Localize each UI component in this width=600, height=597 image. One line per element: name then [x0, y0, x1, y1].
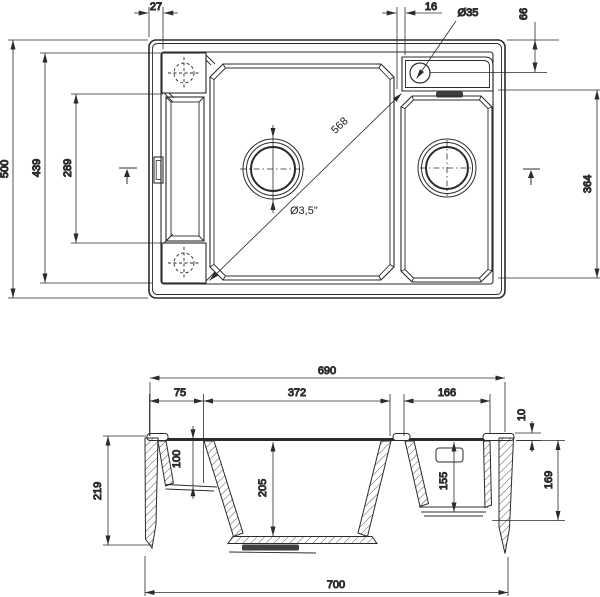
- dim-500: [8, 39, 148, 299]
- dim-155-label: 155: [438, 472, 450, 490]
- dim-basin-diagonal-label: 568: [329, 115, 351, 136]
- overflow-slot: [436, 91, 463, 98]
- main-basin: [209, 63, 395, 281]
- dim-166: [403, 394, 491, 436]
- dim-289-label: 289: [62, 159, 74, 177]
- dim-372: [203, 394, 391, 436]
- dim-75-label: 75: [174, 387, 186, 399]
- mounting-pad-top: [161, 52, 216, 103]
- ledge-strip: [165, 96, 205, 242]
- dim-16-label: 16: [425, 1, 437, 13]
- ledge-floor: [165, 484, 218, 492]
- dim-27: [134, 7, 178, 49]
- dim-166-label: 166: [438, 387, 456, 399]
- main-right-wall: [357, 440, 392, 538]
- rim-lip-divider: [392, 433, 411, 441]
- dim-66: [430, 22, 559, 73]
- mounting-hole-mark-top: [168, 57, 200, 89]
- clip-tab: [153, 156, 164, 184]
- small-left-wall: [404, 440, 430, 508]
- main-left-wall: [203, 440, 244, 538]
- dim-690: [149, 375, 506, 436]
- dim-439-label: 439: [31, 159, 43, 177]
- small-drain: [417, 138, 477, 198]
- ledge-left-wall: [157, 440, 175, 487]
- dim-tap-hole-label: Ø35: [458, 7, 479, 19]
- mounting-hole-mark-bottom: [168, 247, 200, 279]
- dim-27-label: 27: [150, 1, 162, 13]
- dim-690-label: 690: [318, 365, 336, 377]
- sink-outline-inner: [152, 43, 502, 295]
- left-wall-section: [144, 437, 159, 550]
- dim-drain-diameter-label: Ø3,5": [290, 205, 318, 217]
- dim-basin-diagonal: [209, 93, 402, 281]
- main-floor: [227, 536, 378, 544]
- dim-10: [515, 421, 541, 452]
- dim-169-label: 169: [543, 471, 555, 489]
- tap-hole: [409, 62, 431, 84]
- section-view: 690 75 372 166 10 169: [92, 365, 565, 596]
- dim-289: [71, 93, 163, 244]
- dim-372-label: 372: [288, 387, 306, 399]
- dim-219-label: 219: [92, 482, 104, 500]
- dim-205-label: 205: [257, 479, 269, 497]
- dim-100-label: 100: [171, 450, 183, 468]
- dim-364: [498, 89, 600, 279]
- right-wall-section: [498, 437, 515, 554]
- dim-700: [144, 556, 509, 596]
- small-right-wall: [482, 440, 493, 509]
- level-mark-right: [523, 168, 540, 185]
- top-view: Ø3,5" 568: [0, 0, 600, 299]
- dim-439: [40, 52, 161, 284]
- overflow-hole-section: [435, 447, 464, 463]
- dim-364-label: 364: [582, 175, 594, 193]
- dim-tap-hole: [416, 20, 457, 79]
- tap-platform: [401, 56, 494, 92]
- small-floor: [419, 506, 488, 517]
- drain-recess: [242, 544, 299, 551]
- dim-16: [382, 7, 442, 89]
- dim-169: [492, 440, 565, 521]
- level-mark-left: [119, 167, 137, 184]
- small-basin: [400, 95, 493, 283]
- sink-outline-outer: [148, 39, 506, 299]
- dim-219: [103, 435, 152, 546]
- basin-underside: [228, 551, 317, 554]
- dim-10-label: 10: [516, 409, 528, 421]
- dim-66-label: 66: [518, 8, 530, 20]
- dim-75: [149, 394, 204, 483]
- dim-500-label: 500: [0, 160, 11, 178]
- dim-700-label: 700: [327, 579, 345, 591]
